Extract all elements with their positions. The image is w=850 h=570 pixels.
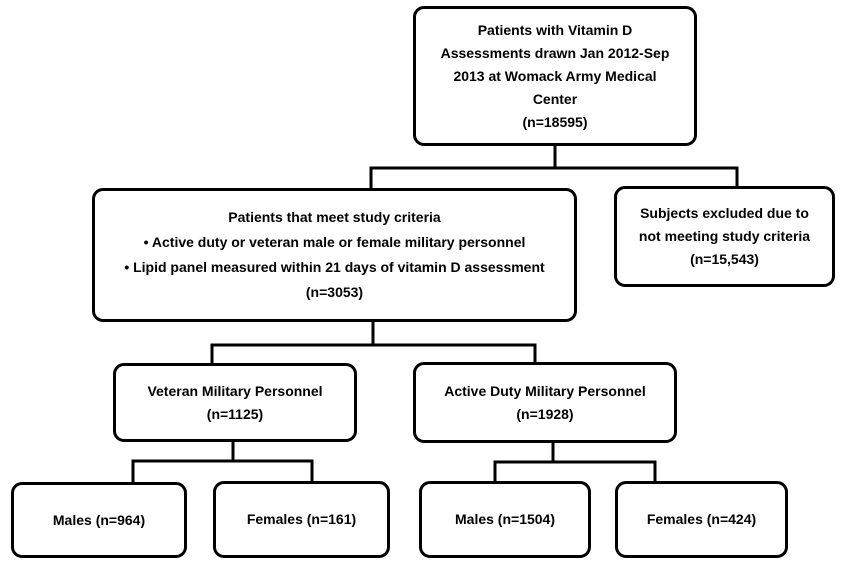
- box-veteran-females: Females (n=161): [213, 481, 390, 558]
- box-active-duty-females: Females (n=424): [615, 481, 788, 558]
- connector-criteria-to-level3: [210, 320, 537, 368]
- box-text-line: Active Duty Military Personnel: [444, 382, 646, 399]
- box-text-line: Subjects excluded due to: [640, 205, 809, 221]
- box-text-line: • Active duty or veteran male or female …: [143, 234, 526, 250]
- box-text-line: Veteran Military Personnel: [147, 382, 323, 399]
- box-veteran-males: Males (n=964): [11, 482, 187, 558]
- box-text-line: Males (n=964): [52, 511, 146, 528]
- box-text-line: Assessments drawn Jan 2012-Sep: [440, 44, 670, 61]
- box-text-line: Females (n=424): [646, 511, 757, 527]
- box-text-line: Patients that meet study criteria: [228, 209, 441, 225]
- box-text-line: Center: [532, 90, 578, 107]
- box-text-line: (n=1125): [206, 405, 264, 422]
- connector-veteran-to-gender: [131, 441, 314, 486]
- box-active-duty-males: Males (n=1504): [419, 481, 591, 558]
- box-vitamin-d-patients: Patients with Vitamin D Assessments draw…: [413, 6, 697, 146]
- box-text-line: Females (n=161): [246, 511, 357, 527]
- box-active-duty-personnel: Active Duty Military Personnel (n=1928): [413, 362, 677, 443]
- box-text-line: Patients with Vitamin D: [477, 21, 633, 38]
- box-excluded-subjects: Subjects excluded due to not meeting stu…: [614, 186, 835, 287]
- box-text-line: Males (n=1504): [455, 511, 555, 527]
- box-study-criteria: Patients that meet study criteria • Acti…: [92, 188, 577, 322]
- box-veteran-personnel: Veteran Military Personnel (n=1125): [113, 363, 357, 442]
- box-text-line: 2013 at Womack Army Medical: [453, 67, 657, 84]
- connector-active-duty-to-gender: [493, 441, 657, 486]
- box-text-line: (n=15,543): [690, 251, 759, 267]
- box-text-line: • Lipid panel measured within 21 days of…: [124, 259, 545, 275]
- box-text-line: (n=18595): [522, 113, 588, 130]
- connector-source-to-level2: [369, 146, 739, 192]
- box-text-line: not meeting study criteria: [638, 228, 811, 244]
- box-text-line: (n=3053): [305, 284, 364, 300]
- box-text-line: (n=1928): [516, 405, 574, 422]
